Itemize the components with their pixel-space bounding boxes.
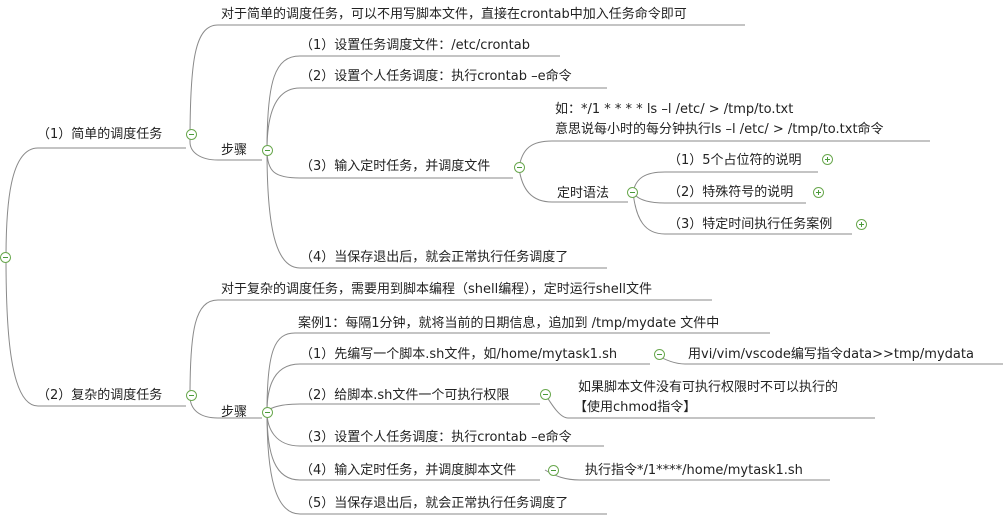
simple-steps-toggle[interactable] bbox=[262, 145, 273, 156]
complex-step-3: （3）设置个人任务调度：执行crontab –e命令 bbox=[300, 430, 572, 445]
complex-step-2-toggle[interactable] bbox=[540, 389, 551, 400]
complex-step-2-note-2: 【使用chmod指令】 bbox=[574, 400, 697, 415]
simple-step-3-toggle[interactable] bbox=[514, 162, 525, 173]
complex-step-4-note: 执行指令*/1****/home/mytask1.sh bbox=[585, 463, 803, 478]
complex-step-1: （1）先编写一个脚本.sh文件，如/home/mytask1.sh bbox=[300, 347, 618, 362]
simple-step-3-example-1: 如：*/1 * * * * ls –l /etc/ > /tmp/to.txt bbox=[555, 102, 794, 117]
complex-step-4: （4）输入定时任务，并调度脚本文件 bbox=[300, 463, 517, 478]
syntax-toggle[interactable] bbox=[627, 187, 638, 198]
simple-step-4: （4）当保存退出后，就会正常执行任务调度了 bbox=[300, 250, 569, 265]
simple-step-1: （1）设置任务调度文件：/etc/crontab bbox=[300, 38, 530, 53]
simple-step-3-example-2: 意思说每小时的每分钟执行ls –l /etc/ > /tmp/to.txt命令 bbox=[555, 122, 884, 137]
complex-intro-text: 对于复杂的调度任务，需要用到脚本编程（shell编程），定时运行shell文件 bbox=[221, 282, 652, 297]
simple-steps-label: 步骤 bbox=[221, 143, 248, 158]
root-collapse-toggle[interactable] bbox=[0, 252, 11, 263]
complex-steps-label: 步骤 bbox=[221, 405, 248, 420]
complex-step-4-toggle[interactable] bbox=[548, 465, 559, 476]
complex-step-5: （5）当保存退出后，就会正常执行任务调度了 bbox=[300, 496, 569, 511]
complex-steps-toggle[interactable] bbox=[262, 407, 273, 418]
syntax-item-2-expand-toggle[interactable] bbox=[813, 187, 824, 198]
simple-intro-text: 对于简单的调度任务，可以不用写脚本文件，直接在crontab中加入任务命令即可 bbox=[221, 7, 687, 22]
complex-case-text: 案例1：每隔1分钟，就将当前的日期信息，追加到 /tmp/mydate 文件中 bbox=[298, 316, 720, 331]
branch-simple-label: （1）简单的调度任务 bbox=[37, 127, 163, 142]
branch-complex-label: （2）复杂的调度任务 bbox=[37, 388, 163, 403]
complex-step-2: （2）给脚本.sh文件一个可执行权限 bbox=[300, 388, 510, 403]
syntax-item-1: （1）5个占位符的说明 bbox=[668, 153, 802, 168]
syntax-item-3-expand-toggle[interactable] bbox=[856, 219, 867, 230]
complex-step-2-note-1: 如果脚本文件没有可执行权限时不可以执行的 bbox=[578, 380, 839, 395]
branch-simple-toggle[interactable] bbox=[186, 129, 197, 140]
syntax-item-3: （3）特定时间执行任务案例 bbox=[668, 217, 833, 232]
syntax-label: 定时语法 bbox=[557, 186, 610, 201]
complex-step-1-note: 用vi/vim/vscode编写指令data>>tmp/mydata bbox=[688, 347, 974, 362]
simple-step-3: （3）输入定时任务，并调度文件 bbox=[300, 159, 491, 174]
complex-step-1-toggle[interactable] bbox=[654, 349, 665, 360]
branch-complex-toggle[interactable] bbox=[186, 390, 197, 401]
syntax-item-1-expand-toggle[interactable] bbox=[822, 154, 833, 165]
syntax-item-2: （2）特殊符号的说明 bbox=[668, 185, 794, 200]
simple-step-2: （2）设置个人任务调度：执行crontab –e命令 bbox=[300, 69, 572, 84]
